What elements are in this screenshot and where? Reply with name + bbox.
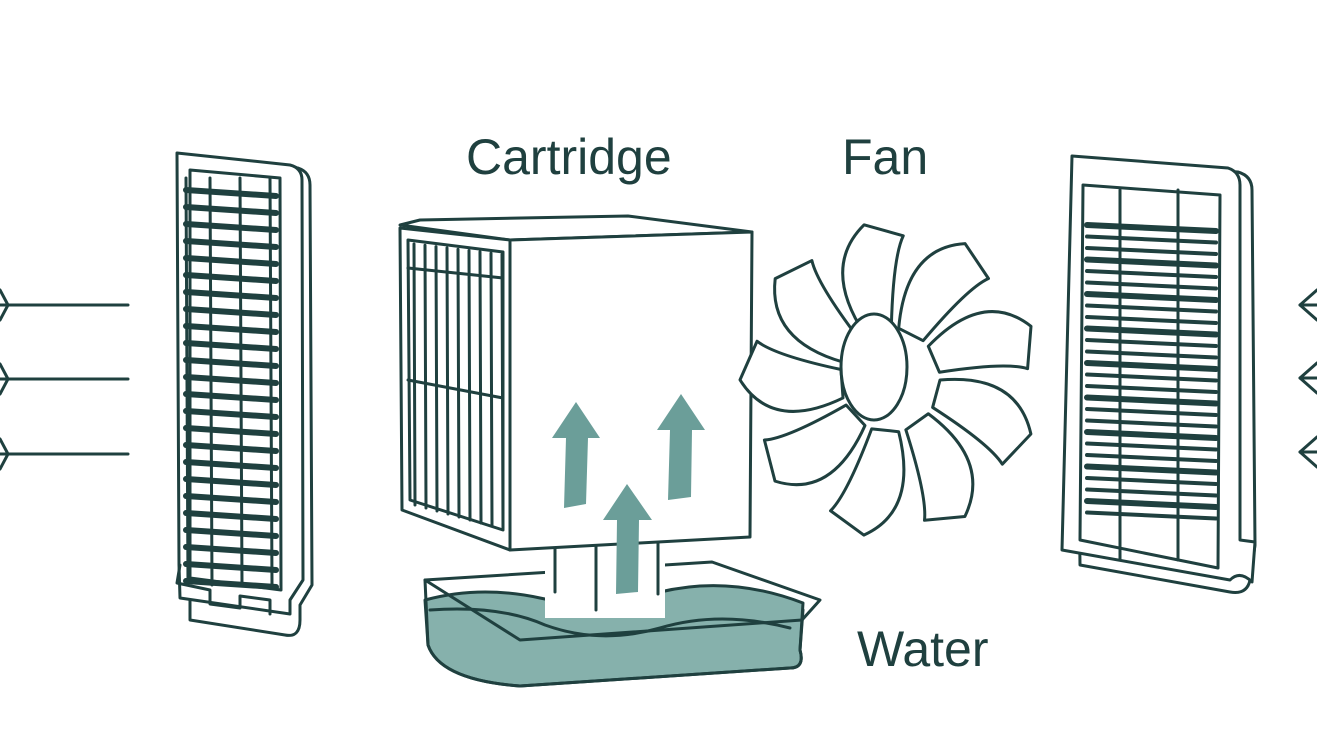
grille-line [183, 527, 279, 539]
arrow-right-icon [0, 437, 130, 471]
grille-line [1085, 441, 1218, 452]
fan-blade [773, 259, 861, 364]
grille-line [1084, 291, 1219, 303]
fan-label: Fan [842, 129, 929, 185]
grille-line [1085, 269, 1218, 279]
grille-line [183, 425, 279, 437]
grille-line [183, 306, 279, 318]
cartridge-label: Cartridge [466, 129, 672, 185]
grille-line [1085, 453, 1218, 463]
arrow-right-icon [0, 362, 130, 396]
grille-line [183, 442, 279, 454]
grille-line [183, 187, 279, 199]
fan-blade [829, 427, 906, 537]
grille-line [183, 289, 279, 301]
grille-line [1084, 360, 1219, 372]
fan-blade [931, 377, 1033, 466]
grille-line [1085, 407, 1218, 417]
grille-line [467, 249, 472, 522]
grille-line [184, 176, 190, 587]
grille-line [183, 255, 279, 267]
arrow-up-icon [603, 484, 652, 594]
water-tray [423, 560, 822, 688]
fan [738, 223, 1033, 537]
grille-line [423, 243, 428, 510]
grille-line [1085, 418, 1218, 429]
grille-line [183, 391, 279, 403]
arrow-up-icon [552, 402, 600, 508]
intake-arrows [0, 288, 130, 471]
right-filter-panel [1060, 154, 1257, 594]
grille-line [183, 408, 279, 420]
grille-line [183, 459, 279, 471]
fan-blade [738, 339, 845, 413]
water-label: Water [857, 621, 989, 677]
grille-line [183, 561, 279, 573]
grille-line [1085, 280, 1218, 291]
grille-line [183, 340, 279, 352]
grille-line [478, 250, 483, 525]
grille-line [183, 476, 279, 488]
grille-line [1084, 429, 1219, 441]
grille-line [183, 578, 279, 590]
grille-line [1085, 384, 1218, 394]
grille-line [1084, 325, 1219, 338]
arrow-right-icon [0, 288, 130, 322]
grille-line [183, 357, 279, 369]
grille-line [1085, 246, 1218, 256]
grille-line [238, 176, 244, 587]
arrow-up-icon [657, 394, 705, 500]
grille-line [1085, 303, 1218, 314]
grille-line [434, 245, 439, 513]
grille-line [1084, 256, 1219, 269]
grille-line [412, 242, 417, 507]
outflow-arrows [1298, 288, 1317, 469]
fan-blade [897, 242, 990, 343]
grille-line [1085, 487, 1218, 498]
fan-blade [762, 403, 867, 487]
grille-line [1085, 372, 1218, 383]
grille-line [208, 176, 214, 587]
grille-line [1085, 476, 1218, 486]
grille-line [456, 247, 461, 519]
fan-blade [926, 310, 1033, 374]
grille-line [1084, 498, 1219, 510]
grille-line [1084, 394, 1219, 407]
grille-line [183, 238, 279, 250]
grille-line [1085, 338, 1218, 348]
fan-blade [904, 412, 975, 522]
grille-line [183, 221, 279, 233]
grille-line [1084, 222, 1219, 234]
grille-line [1085, 349, 1218, 360]
grille-line [183, 204, 279, 216]
left-filter-panel [175, 151, 314, 637]
grille-line [445, 246, 450, 516]
grille-line [183, 544, 279, 556]
grille-line [268, 176, 274, 587]
cartridge [398, 214, 754, 618]
grille-line [489, 251, 494, 528]
grille-line [1084, 463, 1219, 476]
grille-line [500, 252, 505, 531]
fan-blade [841, 223, 905, 337]
grille-line [1085, 234, 1218, 245]
grille-line [1085, 315, 1218, 325]
grille-line [183, 374, 279, 386]
grille-line [183, 493, 279, 505]
grille-line [183, 510, 279, 522]
grille-line [183, 272, 279, 284]
grille-line [1085, 510, 1218, 521]
grille-line [183, 323, 279, 335]
